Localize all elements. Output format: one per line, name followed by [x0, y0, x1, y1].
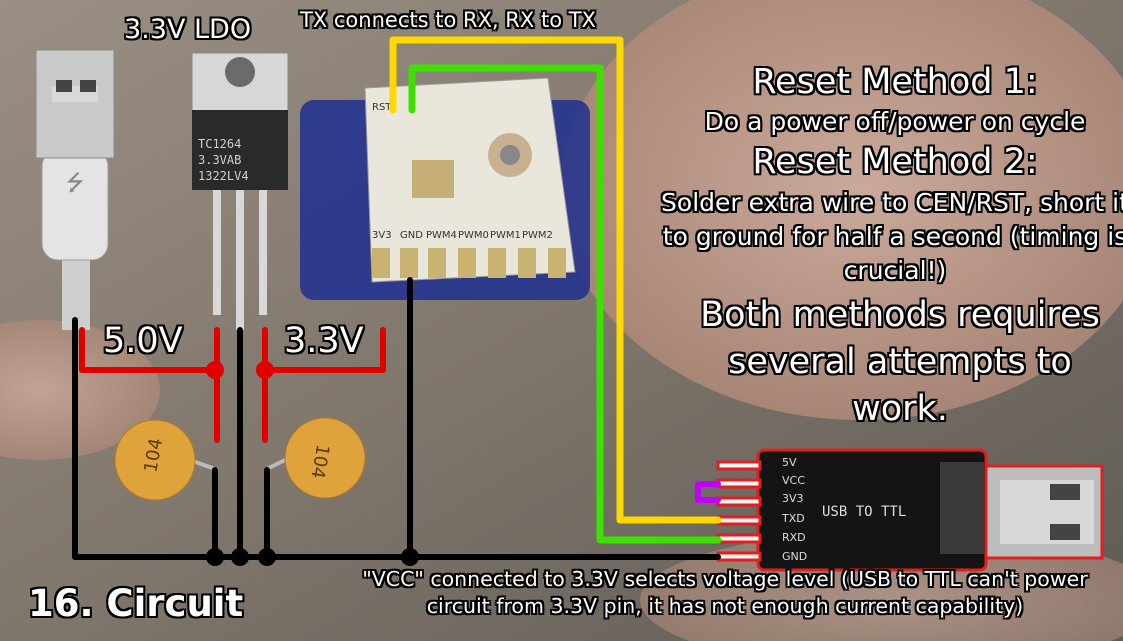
- module-bottom-pin-3v3: 3V3: [372, 230, 392, 241]
- power-33v-wire: [262, 327, 386, 443]
- vcc-jumper-wire: [695, 481, 721, 503]
- reset-method-1-desc: Do a power off/power on cycle: [704, 107, 1086, 136]
- figure-title: 16. Circuit: [28, 582, 244, 625]
- usb-ttl-pin-rxd: RXD: [782, 531, 806, 544]
- ground-wire: [72, 277, 721, 560]
- usb-ttl-pin-5v: 5V: [782, 456, 797, 469]
- usb-ttl-pin-3v3: 3V3: [782, 492, 804, 505]
- ldo-marking-2: 3.3VAB: [198, 153, 241, 167]
- voltage-33v-label: 3.3V: [284, 321, 364, 361]
- power-5v-wire: [79, 327, 220, 443]
- usb-ttl-pin-txd: TXD: [781, 512, 805, 525]
- usb-ttl-label: USB TO TTL: [822, 504, 906, 520]
- usb-ttl-pin-vcc: VCC: [782, 474, 805, 487]
- usb-ttl-adapter: USB TO TTL 5V VCC 3V3 TXD RXD GND: [756, 448, 1104, 572]
- reset-method-1-title: Reset Method 1:: [752, 62, 1038, 102]
- wifi-module: RST 3V3 GND PWM4 PWM0 PWM1 PWM2: [364, 77, 576, 283]
- module-bottom-pin-pwm1: PWM1: [490, 230, 521, 241]
- reset-method-2-title: Reset Method 2:: [752, 142, 1038, 182]
- vcc-note: "VCC" connected to 3.3V selects voltage …: [362, 567, 1088, 618]
- module-bottom-pin-pwm0: PWM0: [458, 230, 489, 241]
- hand-right: [560, 0, 1123, 420]
- module-bottom-pin-pwm4: PWM4: [426, 230, 457, 241]
- usb-ttl-pin-gnd: GND: [782, 550, 807, 563]
- junction-dots: [206, 361, 419, 566]
- svg-text:⭍: ⭍: [66, 171, 84, 196]
- tx-wire: [389, 36, 722, 524]
- module-bottom-pin-pwm2: PWM2: [522, 230, 553, 241]
- reset-method-2-desc: Solder extra wire to CEN/RST, short it t…: [661, 188, 1123, 285]
- voltage-5v-label: 5.0V: [103, 321, 183, 361]
- ldo-regulator: TC1264 3.3VAB 1322LV4: [191, 52, 289, 330]
- hand-left: [0, 320, 160, 460]
- capacitor-left: 104: [114, 419, 219, 501]
- tx-rx-note: TX connects to RX, RX to TX: [300, 8, 596, 32]
- usb-cable-icon: ⭍: [35, 49, 115, 330]
- ldo-marking-1: TC1264: [198, 137, 241, 151]
- capacitor-right: 104: [264, 417, 366, 499]
- module-bottom-pin-gnd: GND: [400, 230, 423, 241]
- ldo-marking-3: 1322LV4: [198, 169, 249, 183]
- both-methods-note: Both methods requires several attempts t…: [700, 295, 1100, 429]
- rx-wire: [408, 64, 722, 544]
- ldo-label: 3.3V LDO: [124, 14, 252, 45]
- module-top-pin-rst: RST: [372, 102, 392, 113]
